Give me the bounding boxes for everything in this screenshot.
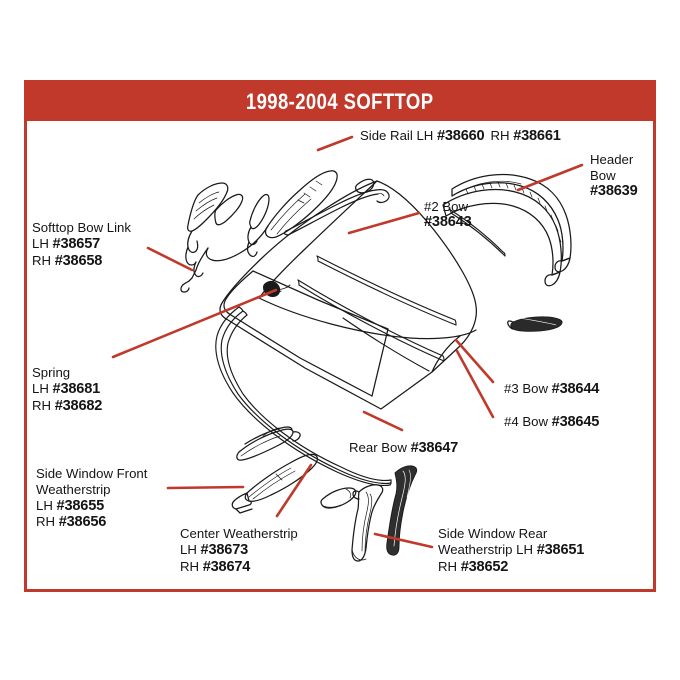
swfw-text-1: Side Window Front xyxy=(36,466,148,481)
center-ws-part-number-lh: #38673 xyxy=(200,541,249,558)
label-spring: Spring LH #38681 RH #38682 xyxy=(32,365,102,414)
header-bow-text-2: Bow xyxy=(590,167,616,183)
bow-3-text: #3 Bow xyxy=(504,381,552,396)
label-rear-bow: Rear Bow #38647 xyxy=(349,440,458,457)
bow-4-part-number: #38645 xyxy=(551,414,600,430)
center-ws-rh-text: RH xyxy=(180,558,203,574)
label-side-window-rear-weatherstrip: Side Window Rear Weatherstrip LH #38651 … xyxy=(438,526,584,575)
label-bow-3: #3 Bow #38644 xyxy=(504,381,599,398)
spring-part-number-rh: #38682 xyxy=(54,397,103,414)
side-rail-rh-text: RH xyxy=(490,128,514,143)
spring-part-number-lh: #38681 xyxy=(52,380,101,397)
label-bow-4: #4 Bow #38645 xyxy=(504,414,599,431)
spring-text: Spring xyxy=(32,365,71,380)
bow-link-rh-text: RH xyxy=(32,252,55,268)
bow-link-text: Softtop Bow Link xyxy=(32,220,131,235)
label-softtop-bow-link: Softtop Bow Link LH #38657 RH #38658 xyxy=(32,220,131,269)
bow-3-part-number: #38644 xyxy=(551,381,600,397)
swfw-rh-text: RH xyxy=(36,514,59,530)
bow-link-part-number-rh: #38658 xyxy=(54,252,103,269)
page-title: 1998-2004 SOFTTOP xyxy=(246,89,434,114)
swfw-part-number-rh: #38656 xyxy=(58,514,107,531)
header-bow-text-1: Header xyxy=(590,152,634,167)
center-ws-text: Center Weatherstrip xyxy=(180,526,298,541)
swfw-lh-text: LH xyxy=(36,497,57,513)
diagram-title-banner: 1998-2004 SOFTTOP xyxy=(27,83,653,121)
rear-bow-part-number: #38647 xyxy=(410,440,459,456)
bow-4-text: #4 Bow xyxy=(504,414,552,429)
side-rail-text: Side Rail LH xyxy=(360,128,437,143)
swrw-part-number-lh: #38651 xyxy=(536,541,585,558)
swrw-part-number-rh: #38652 xyxy=(460,558,509,575)
rear-bow-text: Rear Bow xyxy=(349,440,411,455)
label-side-rail: Side Rail LH #38660 RH #38661 xyxy=(360,128,561,145)
bow-2-text: #2 Bow xyxy=(424,199,468,214)
label-center-weatherstrip: Center Weatherstrip LH #38673 RH #38674 xyxy=(180,526,298,575)
label-header-bow: Header Bow #38639 xyxy=(590,152,638,199)
swrw-rh-text: RH xyxy=(438,558,461,574)
label-bow-2: #2 Bow #38643 xyxy=(424,199,472,231)
swfw-text-2: Weatherstrip xyxy=(36,481,111,497)
bow-2-part-number: #38643 xyxy=(424,213,472,230)
swrw-text-2: Weatherstrip LH xyxy=(438,541,537,557)
side-rail-part-number-rh: #38661 xyxy=(513,128,561,144)
header-bow-part-number: #38639 xyxy=(590,182,638,199)
label-side-window-front-weatherstrip: Side Window Front Weatherstrip LH #38655… xyxy=(36,466,147,531)
swrw-text-1: Side Window Rear xyxy=(438,526,548,541)
spring-rh-text: RH xyxy=(32,397,55,413)
swfw-part-number-lh: #38655 xyxy=(56,497,105,514)
bow-link-lh-text: LH xyxy=(32,235,53,251)
spring-lh-text: LH xyxy=(32,380,53,396)
center-ws-lh-text: LH xyxy=(180,541,201,557)
side-rail-part-number-lh: #38660 xyxy=(436,128,485,144)
bow-link-part-number-lh: #38657 xyxy=(52,235,101,252)
center-ws-part-number-rh: #38674 xyxy=(202,558,251,575)
